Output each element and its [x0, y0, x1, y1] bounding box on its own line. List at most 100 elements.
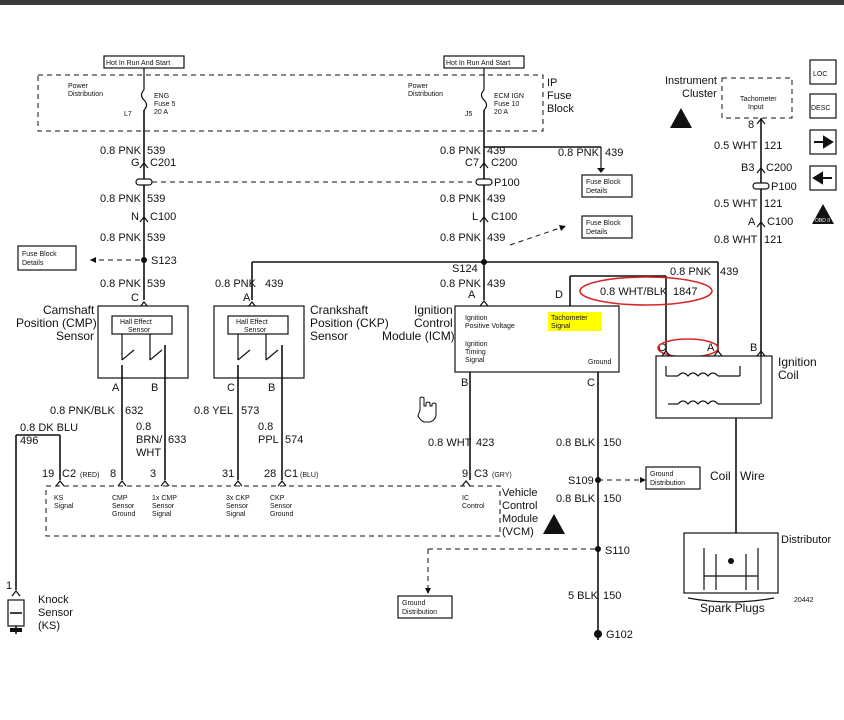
vcm-c3-color: (GRY) — [492, 472, 512, 479]
wire-150-3-num: 150 — [603, 590, 621, 602]
fuse-right-ref: J5 — [465, 111, 473, 118]
vcm-ks-1: KS — [54, 495, 64, 502]
cmp-pin-b: B — [151, 382, 158, 394]
ckp-hall-2: Sensor — [244, 327, 267, 334]
cmp-label-1: Camshaft — [43, 303, 95, 317]
coil-label-1: Ignition — [778, 355, 817, 369]
coil-pin-c: C — [658, 342, 666, 354]
wire-573-num: 573 — [241, 405, 259, 417]
obd-warning-button[interactable]: OBD II — [812, 204, 834, 224]
c201-pin: G — [131, 157, 140, 169]
coil-label-2: Coil — [778, 368, 799, 382]
ckp-label-2: Position (CKP) — [310, 316, 389, 330]
ckp-label-3: Sensor — [310, 329, 348, 343]
p100-left-connector — [135, 178, 153, 186]
vcm-pin-28: 28 — [264, 468, 276, 480]
icm-in-7: Signal — [465, 357, 485, 364]
s123-splice — [141, 257, 147, 263]
wire-632: 0.8 PNK/BLK — [50, 405, 115, 417]
knock-label-2: Sensor — [38, 607, 73, 619]
wire-496: 0.8 DK BLU — [20, 422, 78, 434]
icm-label-2: Control — [414, 316, 453, 330]
c201-label: C201 — [150, 157, 176, 169]
wire-539-2-num: 539 — [147, 193, 165, 205]
power-dist-right-2: Distribution — [408, 91, 443, 98]
distributor-label: Distributor — [781, 534, 831, 546]
g102-label: G102 — [606, 629, 633, 641]
ip-label-2: Fuse — [547, 90, 571, 102]
fuse-block-details-mid-2: Details — [586, 229, 608, 236]
ip-label-1: IP — [547, 77, 557, 89]
ground-dist-box-right[interactable] — [645, 466, 701, 490]
wire-439-1-num: 439 — [487, 145, 505, 157]
vcm-pin-9: 9 — [462, 468, 468, 480]
ground-dist-right-1: Ground — [650, 471, 673, 478]
obd-warning-label: OBD II — [815, 218, 830, 224]
wire-439-3: 0.8 PNK — [440, 232, 482, 244]
vcm-c1-color: (BLU) — [300, 472, 318, 479]
next-page-button[interactable] — [809, 129, 837, 155]
wire-439-side-num: 439 — [605, 147, 623, 159]
wire-439-2: 0.8 PNK — [440, 193, 482, 205]
icm-pin-d: D — [555, 289, 563, 301]
c200-right-label: C200 — [766, 162, 792, 174]
cmp-pin-a: A — [112, 382, 120, 394]
wire-439-ckp-num: 439 — [265, 278, 283, 290]
icm-in-1: Ignition — [465, 315, 488, 322]
wire-1847: 0.8 WHT/BLK — [600, 286, 668, 298]
fuse-left-symbol — [140, 89, 148, 111]
wire-496-num: 496 — [20, 435, 38, 447]
coil-secondary-winding — [677, 400, 719, 405]
p100-center-connector — [475, 178, 493, 186]
c100-right-label: C100 — [767, 216, 793, 228]
prev-page-button[interactable] — [809, 165, 837, 191]
ckp-pin-a: A — [243, 292, 251, 304]
icm-in-3: Tachometer — [551, 315, 588, 322]
icm-label-3: Module (ICM) — [382, 329, 455, 343]
wire-574-2: PPL — [258, 434, 279, 446]
hand-cursor-icon — [417, 396, 437, 423]
instrument-label-2: Cluster — [682, 88, 717, 100]
wire-150-2: 0.8 BLK — [556, 493, 596, 505]
coil-wire-1: Coil — [710, 469, 731, 483]
wire-439-3-num: 439 — [487, 232, 505, 244]
cmp-label-3: Sensor — [56, 329, 94, 343]
wire-121-3: 0.8 WHT — [714, 234, 758, 246]
fuse-block-details-top[interactable] — [581, 174, 633, 198]
icm-in-5: Ignition — [465, 341, 488, 348]
vcm-cmp-sig-3: Signal — [152, 511, 172, 518]
figure-number: 20442 — [794, 597, 814, 604]
ground-dist-box-bottom[interactable] — [397, 595, 453, 619]
icm-pin-a: A — [468, 289, 476, 301]
vcm-label-2: Control — [502, 500, 537, 512]
cmp-hall-box — [111, 315, 173, 335]
vcm-label-1: Vehicle — [502, 487, 537, 499]
obd-warning-icon — [812, 204, 834, 224]
fuse-block-details-mid[interactable] — [581, 215, 633, 239]
icm-in-8: Ground — [588, 359, 611, 366]
arrow-left-icon — [812, 171, 832, 185]
g102-ground — [594, 630, 602, 638]
fuse-block-details-left[interactable] — [17, 245, 77, 271]
instrument-label-1: Instrument — [665, 75, 717, 87]
hot-label-right: Hot In Run And Start — [446, 60, 510, 67]
annotation-circle-1847 — [579, 276, 713, 306]
wire-539-4: 0.8 PNK — [100, 278, 142, 290]
top-bar — [0, 0, 844, 5]
wire-121-1-num: 121 — [764, 140, 782, 152]
vcm-c2: C2 — [62, 468, 76, 480]
wire-573: 0.8 YEL — [194, 405, 233, 417]
c100-center-label: C100 — [491, 211, 517, 223]
wire-150-3: 5 BLK — [568, 590, 599, 602]
loc-button[interactable]: LOC — [809, 59, 837, 85]
wire-121-2-num: 121 — [764, 198, 782, 210]
vcm-ks-2: Signal — [54, 503, 74, 510]
wire-633-1: 0.8 — [136, 421, 151, 433]
p100-right-connector — [752, 182, 770, 190]
coil-pin-a: A — [707, 342, 715, 354]
fuse-block-outline — [37, 74, 544, 132]
desc-button[interactable]: DESC — [809, 93, 837, 119]
icm-in-2: Positive Voltage — [465, 323, 515, 330]
vcm-cmp-gnd-1: CMP — [112, 495, 128, 502]
